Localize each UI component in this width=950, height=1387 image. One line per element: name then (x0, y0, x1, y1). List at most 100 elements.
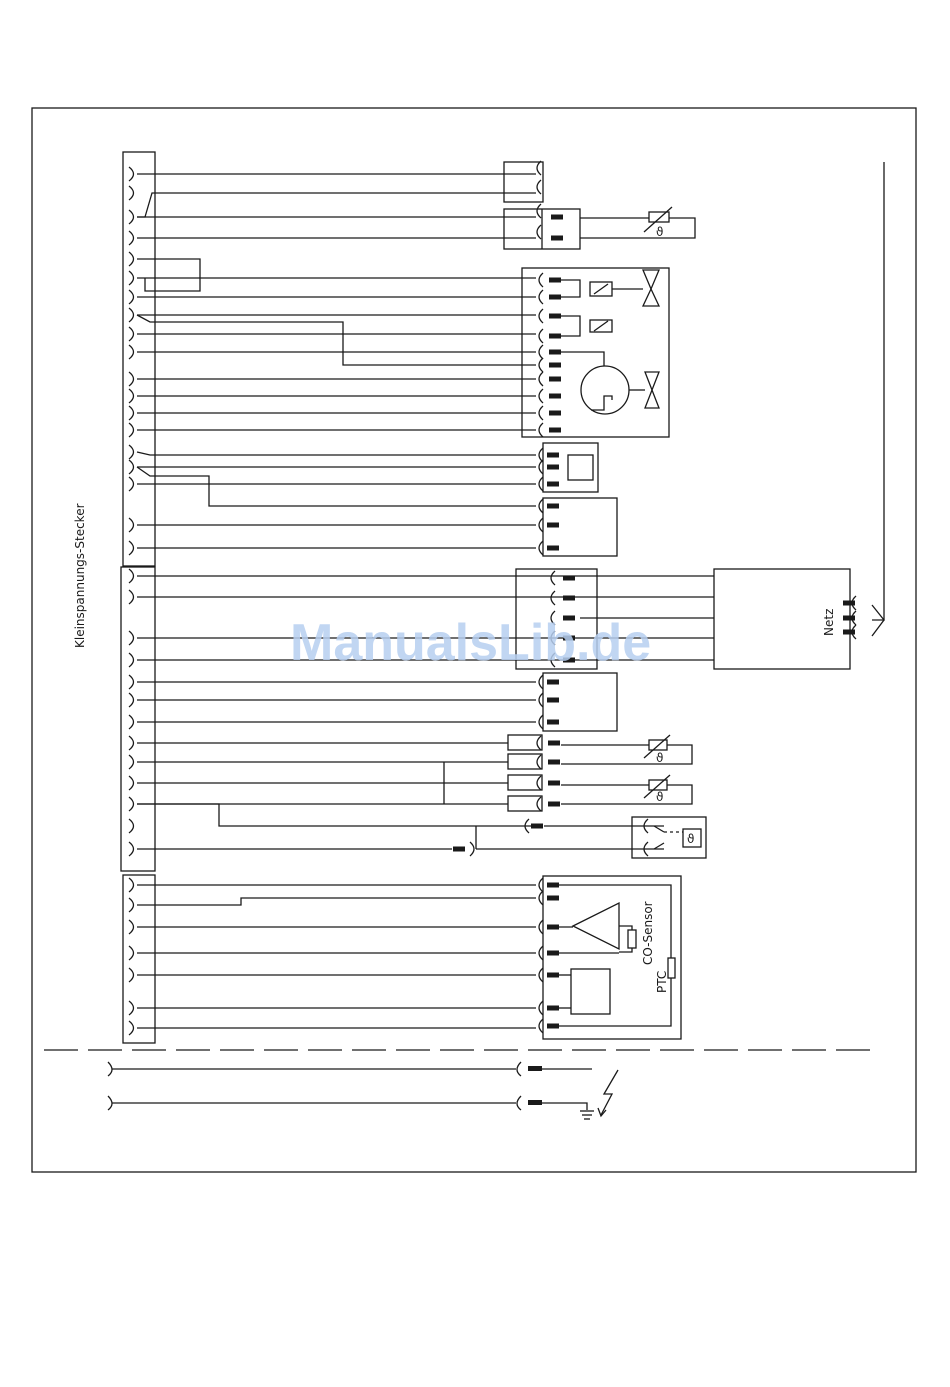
connector-socket (129, 569, 134, 583)
plug-pin (551, 215, 563, 220)
plug-pin (548, 760, 560, 765)
connector-socket (129, 423, 134, 437)
plug-pin (549, 428, 561, 433)
mains-label: Netz (822, 609, 836, 636)
plug-pin (547, 698, 559, 703)
connector-socket (129, 755, 134, 769)
connector-socket (129, 693, 134, 707)
connector-socket (129, 653, 134, 667)
plug-pin (547, 896, 559, 901)
plug-pin (547, 883, 559, 888)
connector-socket (129, 675, 134, 689)
ground-section (108, 1062, 592, 1110)
wire (654, 826, 664, 832)
connector-block-3 (123, 875, 155, 1043)
plug-socket (539, 309, 543, 323)
connector-socket (129, 445, 134, 459)
plug-pin (843, 601, 855, 606)
thermostat-switch-icon: ϑ (664, 829, 701, 847)
connector-socket (129, 968, 134, 982)
connector-socket (129, 776, 134, 790)
amplifier-icon (573, 903, 619, 949)
plug-pin (549, 377, 561, 382)
plug-pin (563, 596, 575, 601)
wires (129, 167, 714, 1035)
connector-socket (129, 920, 134, 934)
connector-socket (129, 819, 134, 833)
connector-socket (129, 590, 134, 604)
ground-icon (580, 1111, 594, 1119)
plug-pin (547, 523, 559, 528)
plug-pin (548, 802, 560, 807)
connector-socket (129, 541, 134, 555)
connector-socket (129, 345, 134, 359)
plug-socket (537, 755, 541, 769)
plug-pin (547, 504, 559, 509)
connector-socket (129, 290, 134, 304)
plug-pin (453, 847, 465, 852)
plug-socket (539, 372, 543, 386)
plug-pin (547, 1006, 559, 1011)
ptc-label: PTC (655, 971, 669, 993)
wire (137, 259, 200, 291)
plug-pin (548, 781, 560, 786)
plug-socket (539, 358, 543, 372)
connector-socket (129, 1021, 134, 1035)
plug-socket (539, 423, 543, 437)
svg-text:ϑ: ϑ (656, 225, 663, 239)
connector-socket (129, 372, 134, 386)
plug-pin (547, 482, 559, 487)
connector-socket (129, 406, 134, 420)
plug-pin (547, 973, 559, 978)
wire (137, 898, 536, 905)
connector-block-1 (123, 152, 155, 566)
lightning-icon (598, 1070, 618, 1116)
connector-socket (129, 231, 134, 245)
svg-text:ϑ: ϑ (656, 790, 663, 804)
wire (137, 193, 536, 217)
fan-motor-icon (581, 366, 629, 414)
plug-socket (537, 797, 541, 811)
connector-socket (129, 186, 134, 200)
plug-pin (549, 394, 561, 399)
co-sensor-module (543, 876, 681, 1039)
plug-pin (547, 546, 559, 551)
plug-socket (539, 389, 543, 403)
watermark: ManualsLib.de (290, 614, 651, 672)
plug-pin (549, 411, 561, 416)
connector-socket (129, 898, 134, 912)
wire (137, 467, 536, 506)
connector-socket (129, 308, 134, 322)
plug-socket (470, 842, 474, 856)
plug-pin (547, 465, 559, 470)
connector-socket (129, 477, 134, 491)
plug-pin (551, 236, 563, 241)
plug-pin (547, 680, 559, 685)
connector-socket (129, 167, 134, 181)
wire (137, 452, 536, 455)
plug-socket (539, 273, 543, 287)
connector-socket (129, 631, 134, 645)
plug-socket (537, 161, 541, 175)
plug-pin (843, 630, 855, 635)
plug-socket (539, 329, 543, 343)
svg-text:ϑ: ϑ (656, 751, 663, 765)
ntc-thermistor-icon: ϑ (644, 207, 672, 239)
thermostat-switch-box (632, 817, 706, 858)
connector-socket (129, 460, 134, 474)
plug-socket (539, 406, 543, 420)
valve-icon (643, 270, 659, 408)
plug-pin (547, 925, 559, 930)
connector-socket (129, 271, 134, 285)
plug-socket (551, 571, 555, 585)
plug-socket (551, 591, 555, 605)
connector-block-2 (121, 567, 155, 871)
connector-socket (129, 842, 134, 856)
connector-socket (129, 210, 134, 224)
connector-socket (129, 327, 134, 341)
relay-coil-icon (590, 282, 612, 332)
plug-pin (547, 951, 559, 956)
plug-socket (537, 776, 541, 790)
plug-pin (531, 824, 543, 829)
